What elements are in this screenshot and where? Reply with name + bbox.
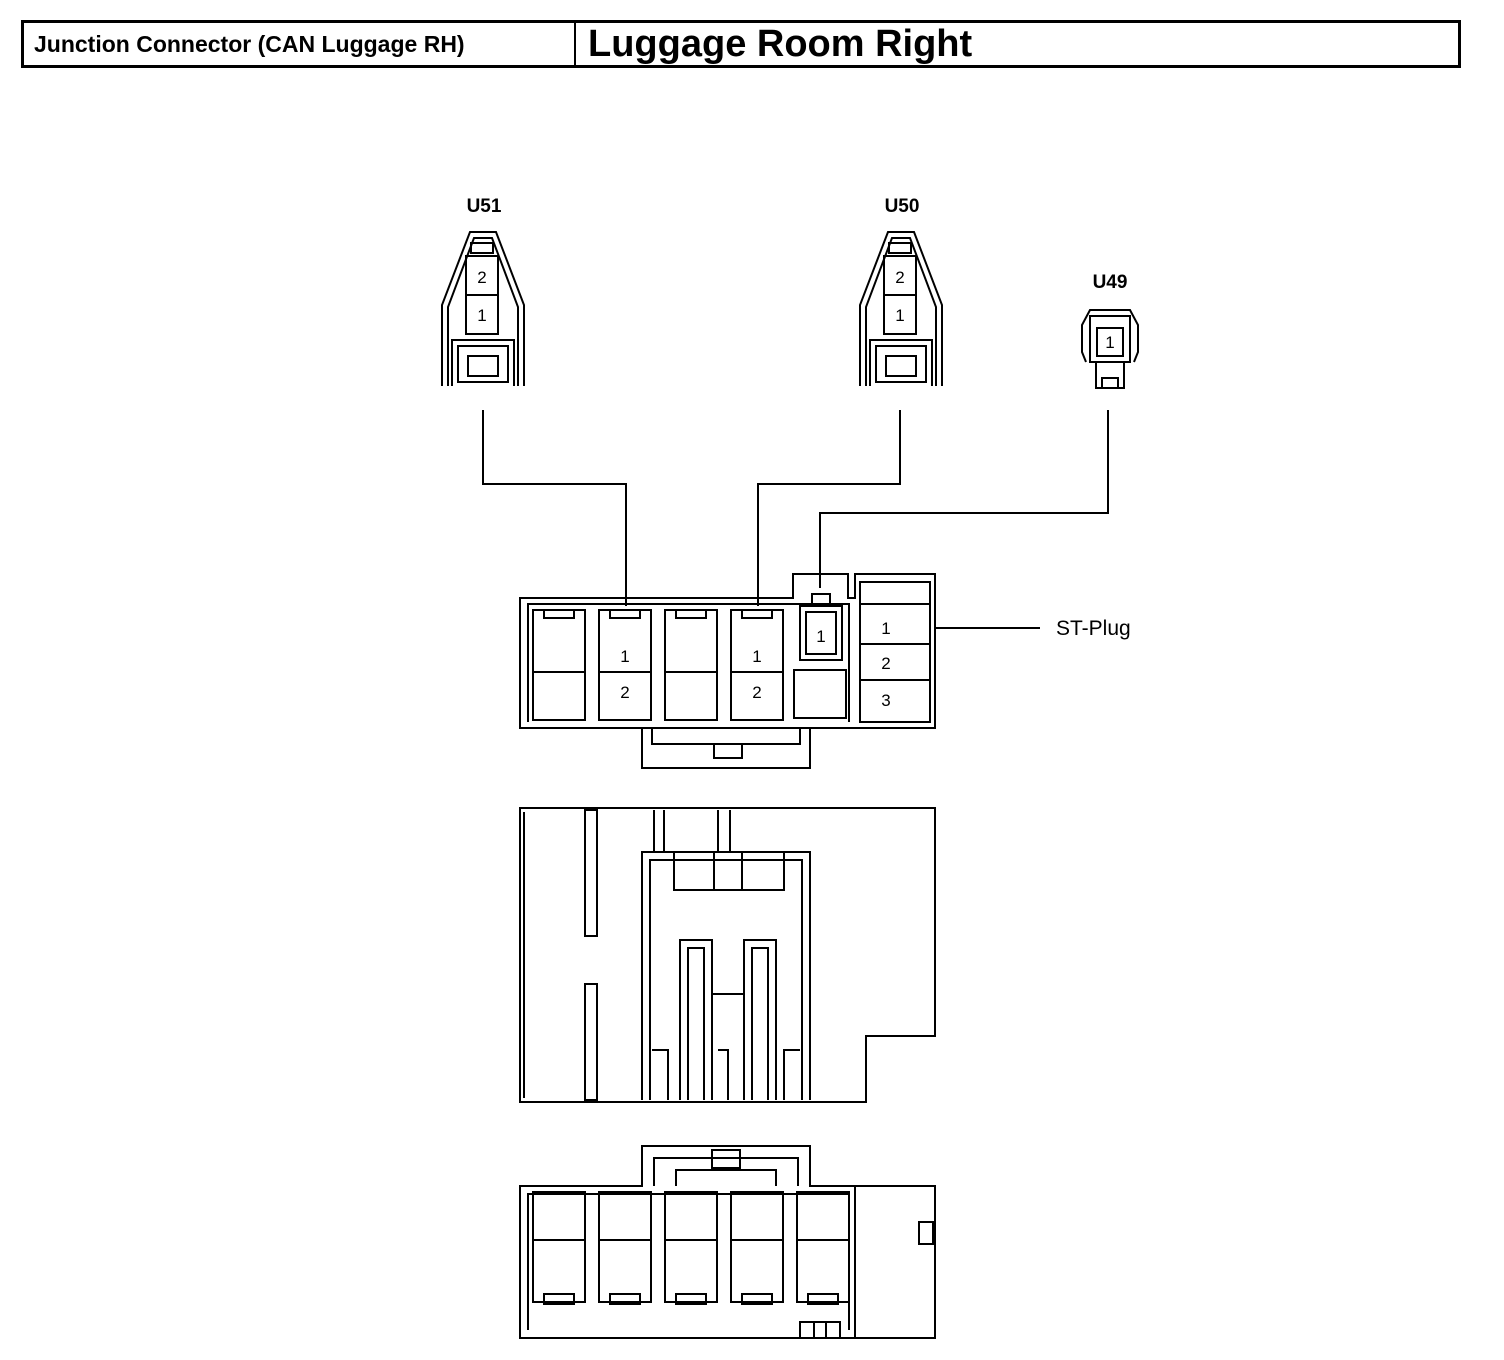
- junction-connector-side: [519, 807, 936, 1103]
- cavity-1: [532, 609, 586, 721]
- junction-connector-top: 1 2 1 2 1 1 2 3: [519, 573, 1131, 769]
- header-table: Junction Connector (CAN Luggage RH) Lugg…: [21, 20, 1461, 68]
- cavity-4-pin-1: 1: [752, 647, 761, 666]
- wire-u51: [482, 410, 627, 606]
- wire-u49: [819, 410, 1109, 588]
- u50-label: U50: [885, 196, 920, 217]
- connector-u49: U49 1: [1081, 272, 1139, 389]
- connector-title: Junction Connector (CAN Luggage RH): [24, 23, 576, 65]
- junction-connector-bottom: [519, 1145, 936, 1339]
- u49-label: U49: [1093, 272, 1128, 293]
- cavity-3: [664, 609, 718, 721]
- st-plug-label: ST-Plug: [1056, 617, 1131, 640]
- bottom-cavity-2: [598, 1191, 652, 1305]
- u49-pin-1: 1: [1105, 333, 1114, 352]
- st-plug-pin-1: 1: [881, 619, 890, 638]
- u51-pin-2: 2: [477, 268, 486, 287]
- cavity-4: 1 2: [730, 609, 784, 721]
- connector-u51: U51 2 1: [441, 196, 525, 386]
- cavity-5-pin-1: 1: [816, 627, 825, 646]
- cavity-4-pin-2: 2: [752, 683, 761, 702]
- bottom-cavity-3: [664, 1191, 718, 1305]
- connector-u50: U50 2 1: [859, 196, 943, 386]
- location-title: Luggage Room Right: [588, 22, 973, 65]
- st-plug-pin-2: 2: [881, 654, 890, 673]
- u51-label: U51: [467, 196, 502, 217]
- cavity-2-pin-1: 1: [620, 647, 629, 666]
- st-plug: 1 2 3: [859, 581, 931, 723]
- cavity-2: 1 2: [598, 609, 652, 721]
- cavity-5: 1: [793, 593, 847, 719]
- u50-pin-1: 1: [895, 306, 904, 325]
- bottom-cavity-5: [796, 1191, 850, 1305]
- cavity-2-pin-2: 2: [620, 683, 629, 702]
- wire-u50: [757, 410, 901, 606]
- u51-pin-1: 1: [477, 306, 486, 325]
- st-plug-pin-3: 3: [881, 691, 890, 710]
- u50-pin-2: 2: [895, 268, 904, 287]
- wires: [482, 410, 1109, 606]
- bottom-cavity-1: [532, 1191, 586, 1305]
- bottom-cavity-4: [730, 1191, 784, 1305]
